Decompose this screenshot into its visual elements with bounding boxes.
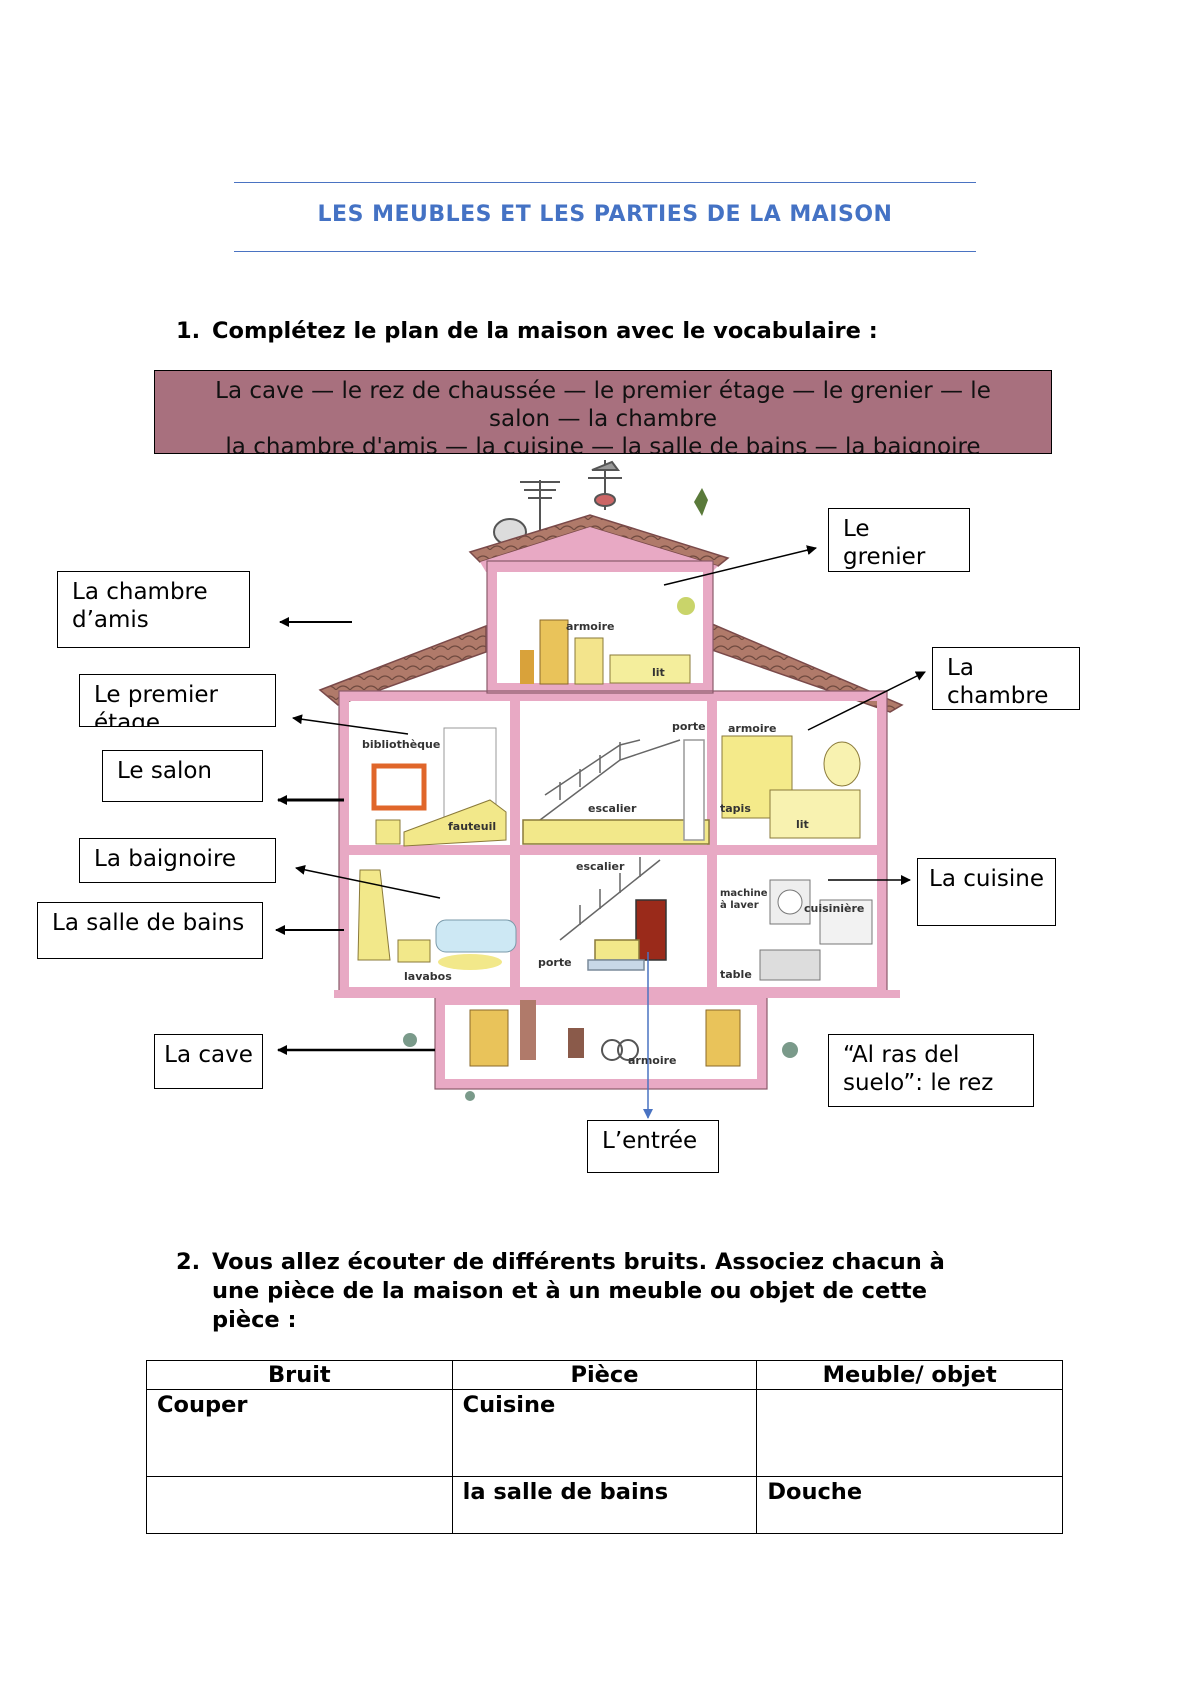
- label-a-laver: à laver: [720, 899, 759, 911]
- label-tapis: tapis: [720, 802, 751, 815]
- label-lavabos: lavabos: [404, 970, 452, 983]
- question-1: 1. Complétez le plan de la maison avec l…: [176, 317, 1076, 347]
- label-armoire-right: armoire: [728, 722, 777, 735]
- cell-piece[interactable]: la salle de bains: [451, 1476, 758, 1534]
- cell-bruit[interactable]: Couper: [146, 1389, 453, 1477]
- label-porte-mid: porte: [672, 720, 706, 733]
- label-box-chambre: La chambre: [932, 647, 1080, 710]
- label-cuisiniere: cuisinière: [804, 902, 864, 915]
- bathroom-furniture: [357, 869, 517, 970]
- title-rule-top: [234, 182, 976, 183]
- label-box-baignoire: La baignoire: [79, 838, 276, 883]
- label-escalier-low: escalier: [576, 860, 625, 873]
- staircase-upper: [522, 739, 710, 845]
- question-2-line-3: pièce :: [212, 1307, 297, 1333]
- label-box-cave: La cave: [154, 1034, 263, 1089]
- label-porte-low: porte: [538, 956, 572, 969]
- label-box-grenier: Le grenier: [828, 508, 970, 572]
- label-fauteuil: fauteuil: [448, 820, 496, 833]
- table-row: la salle de bains Douche: [146, 1476, 1063, 1534]
- label-lit-right: lit: [796, 818, 809, 831]
- cell-meuble[interactable]: [756, 1389, 1063, 1477]
- header-meuble: Meuble/ objet: [756, 1360, 1063, 1390]
- cell-piece[interactable]: Cuisine: [451, 1389, 758, 1477]
- title-rule-bottom: [234, 251, 976, 252]
- label-bibliotheque: bibliothèque: [362, 738, 440, 751]
- vocabulary-line-1: La cave — le rez de chaussée — le premie…: [215, 378, 991, 404]
- label-table: table: [720, 968, 752, 981]
- header-piece: Pièce: [451, 1360, 758, 1390]
- cellar-contents: [403, 1000, 798, 1101]
- label-arrows: [275, 545, 926, 1055]
- label-box-salon: Le salon: [102, 750, 263, 802]
- noise-table: Bruit Pièce Meuble/ objet Couper Cuisine…: [146, 1360, 1063, 1534]
- question-2-line-2: une pièce de la maison et à un meuble ou…: [212, 1278, 927, 1304]
- question-2: 2. Vous allez écouter de différents brui…: [176, 1248, 1076, 1338]
- label-box-entree: L’entrée: [587, 1120, 719, 1173]
- label-box-cuisine: La cuisine: [917, 858, 1056, 926]
- label-box-chambre-amis: La chambre d’amis: [57, 571, 250, 648]
- vocabulary-box: La cave — le rez de chaussée — le premie…: [154, 370, 1052, 454]
- label-box-premier-etage: Le premier étage: [79, 674, 276, 727]
- label-box-rez: “Al ras del suelo”: le rez: [828, 1034, 1034, 1107]
- header-bruit: Bruit: [146, 1360, 453, 1390]
- hall-furniture: [559, 857, 667, 971]
- cell-bruit[interactable]: [146, 1476, 453, 1534]
- question-2-number: 2.: [176, 1249, 201, 1275]
- label-box-salle-bains: La salle de bains: [37, 902, 263, 959]
- attic-furniture: [520, 597, 695, 685]
- page-title: LES MEUBLES ET LES PARTIES DE LA MAISON: [317, 202, 893, 227]
- cell-meuble[interactable]: Douche: [756, 1476, 1063, 1534]
- plant-icon: [694, 488, 708, 516]
- label-armoire-cave: armoire: [628, 1054, 677, 1067]
- kitchen-furniture: [759, 879, 873, 981]
- chambre-furniture: [721, 735, 861, 839]
- label-lit-top: lit: [652, 666, 665, 679]
- label-escalier-mid: escalier: [588, 802, 637, 815]
- salon-furniture: [371, 727, 507, 847]
- label-machine: machine: [720, 888, 768, 899]
- vocabulary-line-2: salon — la chambre: [489, 406, 717, 432]
- table-header-row: Bruit Pièce Meuble/ objet: [146, 1360, 1063, 1390]
- vocabulary-line-3: la chambre d'amis — la cuisine — la sall…: [225, 434, 981, 454]
- question-1-number: 1.: [176, 318, 201, 344]
- question-1-text: Complétez le plan de la maison avec le v…: [212, 318, 878, 344]
- question-2-line-1: Vous allez écouter de différents bruits.…: [212, 1249, 945, 1275]
- weathervane-icon: [588, 460, 622, 510]
- table-row: Couper Cuisine: [146, 1389, 1063, 1477]
- label-armoire-top: armoire: [566, 620, 615, 633]
